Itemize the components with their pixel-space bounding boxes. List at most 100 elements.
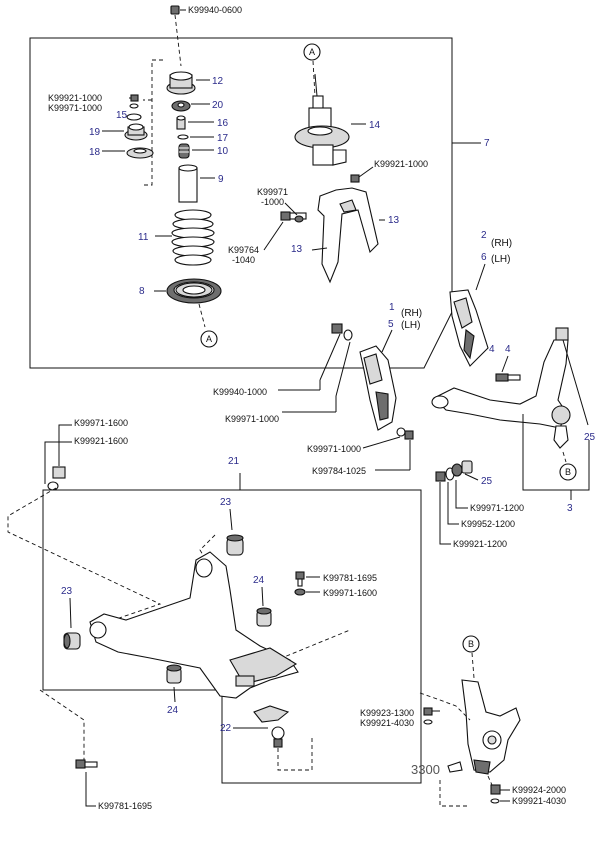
- bushing-23-top: [226, 534, 244, 556]
- lower-arm-bolt: [294, 571, 306, 596]
- ball-joint-22: [253, 705, 290, 748]
- label-k99764-line2: -1040: [232, 255, 255, 265]
- label-k99784-1025: K99784-1025: [312, 466, 366, 476]
- left-nut-washer: [47, 466, 66, 491]
- label-k99921-1600-left: K99921-1600: [74, 436, 128, 446]
- label-k99940-0600: K99940-0600: [188, 5, 242, 15]
- label-6: 6: [481, 252, 487, 263]
- steering-knuckle: [461, 679, 521, 775]
- label-k99923-1300: K99923-1300: [360, 708, 414, 718]
- label-k99971-1200: K99971-1200: [470, 503, 524, 513]
- label-k99971-line2: -1000: [261, 197, 284, 207]
- label-k99921-1000-mid: K99921-1000: [374, 159, 428, 169]
- label-k99952-1200: K99952-1200: [461, 519, 515, 529]
- label-15: 15: [116, 110, 128, 121]
- label-17: 17: [217, 133, 229, 144]
- label-k99971-1000-top: K99971-1000: [48, 103, 102, 113]
- label-k99971-1000-arm: K99971-1000: [225, 414, 279, 424]
- label-4b: 4: [505, 344, 511, 355]
- label-2: 2: [481, 230, 487, 241]
- label-18: 18: [89, 147, 101, 158]
- label-k99921-4030-knuckle: K99921-4030: [360, 718, 414, 728]
- label-3: 3: [567, 503, 573, 514]
- label-k99781-1695-mid: K99781-1695: [323, 573, 377, 583]
- upper-arm-bracket-rh-lh: [449, 289, 489, 367]
- bushing-24-right: [256, 607, 272, 627]
- label-10: 10: [217, 146, 229, 157]
- label-25a: 25: [584, 432, 596, 443]
- label-k99971-1600-mid: K99971-1600: [323, 588, 377, 598]
- label-19: 19: [89, 127, 101, 138]
- bump-stop-10: [178, 143, 190, 159]
- dust-boot-9: [178, 164, 198, 203]
- arm-bolt-4: [495, 373, 521, 382]
- label-k99921-1200: K99921-1200: [453, 539, 507, 549]
- label-13b: 13: [291, 244, 303, 255]
- svg-text:B: B: [468, 639, 474, 649]
- label-4a: 4: [489, 344, 495, 355]
- label-3300: 3300: [411, 762, 440, 777]
- label-24b: 24: [167, 705, 179, 716]
- label-k99924-2000: K99924-2000: [512, 785, 566, 795]
- label-21: 21: [228, 456, 240, 467]
- label-16: 16: [217, 118, 229, 129]
- label-20: 20: [212, 100, 224, 111]
- ref-a-bottom: [200, 330, 218, 348]
- label-8: 8: [139, 286, 145, 297]
- svg-text:A: A: [309, 47, 315, 57]
- svg-text:A: A: [206, 334, 212, 344]
- label-lh-lower: (LH): [401, 320, 420, 331]
- label-k99764-line1: K99764: [228, 245, 259, 255]
- bushing-19: [124, 123, 148, 141]
- bushing-24-left: [166, 664, 182, 684]
- label-k99921-1000-top: K99921-1000: [48, 93, 102, 103]
- lower-arm-frame: [42, 489, 422, 784]
- top-nut: [170, 5, 180, 15]
- ref-b-knuckle: [462, 635, 480, 653]
- lower-control-arm: [89, 551, 299, 699]
- seat-18: [126, 147, 154, 159]
- label-23b: 23: [61, 586, 73, 597]
- washer-15: [126, 113, 142, 121]
- label-11: 11: [138, 232, 149, 243]
- label-k99781-1695-bottom: K99781-1695: [98, 801, 152, 811]
- label-24a: 24: [253, 575, 265, 586]
- label-rh-lower: (RH): [401, 308, 422, 319]
- bearing-20: [171, 100, 191, 112]
- label-9: 9: [218, 174, 224, 185]
- label-5: 5: [388, 319, 394, 330]
- upper-control-arm-3: [431, 327, 571, 449]
- label-7: 7: [484, 138, 490, 149]
- strut-bracket-13: [317, 187, 379, 284]
- label-k99940-1000: K99940-1000: [213, 387, 267, 397]
- label-12: 12: [212, 76, 224, 87]
- shock-absorber-14: [294, 73, 350, 166]
- washer-17: [177, 134, 189, 140]
- label-lh-upper: (LH): [491, 254, 510, 265]
- label-k99971-1600-left: K99971-1600: [74, 418, 128, 428]
- coil-spring-11: [171, 209, 215, 266]
- label-rh-upper: (RH): [491, 238, 512, 249]
- label-k99921-4030-bottom: K99921-4030: [512, 796, 566, 806]
- label-14: 14: [369, 120, 381, 131]
- lower-arm-bracket-rh-lh: [359, 345, 397, 431]
- ref-a-top: [303, 43, 321, 61]
- label-k99971-line1: K99971: [257, 187, 288, 197]
- strut-assembly-frame: [29, 37, 453, 369]
- svg-text:B: B: [565, 467, 571, 477]
- knuckle-nut: [490, 784, 501, 804]
- label-1: 1: [389, 302, 395, 313]
- label-k99971-1000-bolt: K99971-1000: [307, 444, 361, 454]
- bushing-set-25: [435, 460, 473, 482]
- label-25b: 25: [481, 476, 493, 487]
- collar-16: [176, 115, 186, 130]
- label-23a: 23: [220, 497, 232, 508]
- upper-mount-12: [166, 71, 196, 95]
- bottom-bolt: [75, 759, 98, 769]
- label-22: 22: [220, 723, 232, 734]
- ref-b-right: [559, 463, 577, 481]
- spring-seat-8: [166, 278, 222, 304]
- label-13a: 13: [388, 215, 400, 226]
- bushing-23-left: [63, 632, 81, 650]
